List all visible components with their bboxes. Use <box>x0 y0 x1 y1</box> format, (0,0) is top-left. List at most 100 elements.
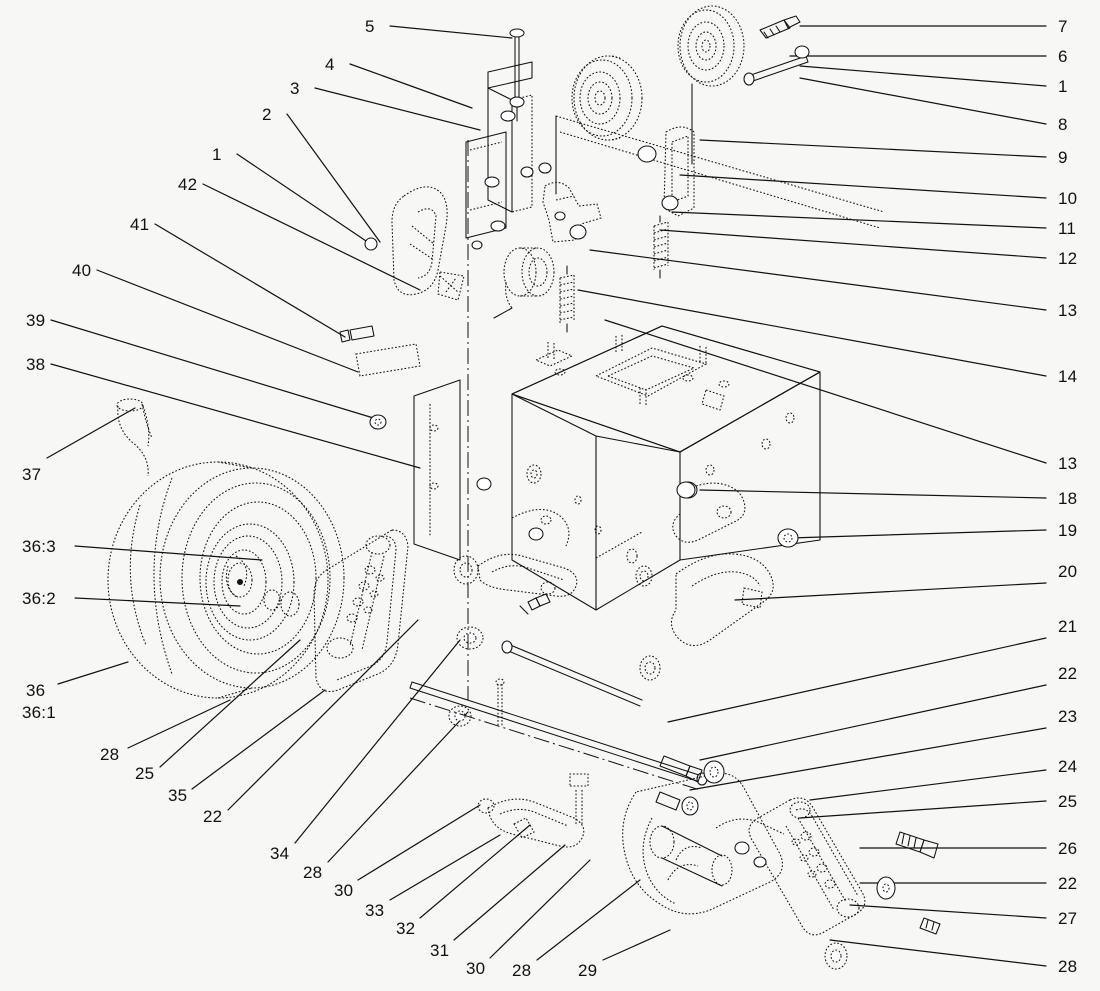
callout-label-7[interactable]: 7 <box>1058 17 1068 36</box>
center-linkage <box>409 553 708 786</box>
callout-label-19[interactable]: 19 <box>1058 521 1078 540</box>
callout-label-6[interactable]: 6 <box>1058 47 1068 66</box>
callout-label-35[interactable]: 35 <box>168 786 188 805</box>
callout-label-36:2[interactable]: 36:2 <box>22 589 56 608</box>
leader-line-12 <box>659 229 1047 259</box>
leader-line-20 <box>734 582 1047 601</box>
guard-shield <box>364 186 465 301</box>
leader-line-34 <box>294 639 461 844</box>
bolt-23 <box>655 791 681 811</box>
leader-line-39 <box>50 319 381 421</box>
leader-line-10 <box>679 174 1047 199</box>
leader-line-13 <box>589 249 1047 311</box>
bushing-28 <box>456 626 484 650</box>
callout-label-36:1[interactable]: 36:1 <box>22 703 56 722</box>
leader-line-1 <box>236 153 373 246</box>
callout-label-21[interactable]: 21 <box>1058 617 1078 636</box>
bolt-34 <box>519 593 551 615</box>
callout-label-41[interactable]: 41 <box>130 215 150 234</box>
misc-fasteners-left <box>339 325 696 541</box>
bolt-27 <box>919 917 941 935</box>
leader-line-3 <box>314 87 481 131</box>
callout-label-1[interactable]: 1 <box>1058 77 1068 96</box>
callout-label-20[interactable]: 20 <box>1058 562 1078 581</box>
callout-label-9[interactable]: 9 <box>1058 148 1068 167</box>
callout-label-39[interactable]: 39 <box>26 311 46 330</box>
wheel-assembly <box>107 461 345 699</box>
callout-label-14[interactable]: 14 <box>1058 367 1078 386</box>
bolt-26 <box>895 831 939 859</box>
leader-line-28 <box>829 939 1047 967</box>
callout-label-3[interactable]: 3 <box>290 79 300 98</box>
callout-label-42[interactable]: 42 <box>178 175 198 194</box>
plate-40 <box>355 343 421 377</box>
upper-bracket-column <box>465 28 552 250</box>
callout-label-33[interactable]: 33 <box>365 901 385 920</box>
leader-line-4 <box>349 63 473 109</box>
leader-line-8 <box>799 77 1047 125</box>
callout-label-24[interactable]: 24 <box>1058 757 1078 776</box>
callout-label-10[interactable]: 10 <box>1058 189 1078 208</box>
right-bracket-11 <box>542 181 602 243</box>
leader-line-9 <box>699 139 1047 158</box>
callout-label-22[interactable]: 22 <box>203 807 223 826</box>
leader-line-19 <box>789 529 1047 539</box>
callout-label-8[interactable]: 8 <box>1058 115 1068 134</box>
callout-label-38[interactable]: 38 <box>26 355 46 374</box>
callout-label-36[interactable]: 36 <box>26 681 46 700</box>
callout-label-36:3[interactable]: 36:3 <box>22 537 56 556</box>
callout-label-25[interactable]: 25 <box>1058 792 1078 811</box>
callout-label-23[interactable]: 23 <box>1058 707 1078 726</box>
callout-label-2[interactable]: 2 <box>262 105 272 124</box>
callout-label-13[interactable]: 13 <box>1058 301 1078 320</box>
callout-label-5[interactable]: 5 <box>365 17 375 36</box>
leader-line-36 <box>57 661 129 685</box>
callout-label-4[interactable]: 4 <box>325 55 335 74</box>
leader-line-35 <box>191 689 326 790</box>
callout-label-22[interactable]: 22 <box>1058 874 1078 893</box>
callout-label-37[interactable]: 37 <box>22 465 42 484</box>
leader-line-1 <box>799 65 1047 87</box>
washer-28-br <box>824 942 848 970</box>
callout-label-18[interactable]: 18 <box>1058 489 1078 508</box>
leader-line-32 <box>419 824 531 919</box>
callout-label-28[interactable]: 28 <box>1058 957 1078 976</box>
callout-label-29[interactable]: 29 <box>578 961 598 980</box>
leader-line-27 <box>849 904 1047 919</box>
callout-label-25[interactable]: 25 <box>135 764 155 783</box>
pulley-idler <box>571 55 643 141</box>
leader-line-30 <box>489 859 591 959</box>
callout-label-32[interactable]: 32 <box>396 919 416 938</box>
bolt-21 <box>659 755 703 783</box>
callout-label-1[interactable]: 1 <box>212 145 222 164</box>
leader-line-29 <box>602 929 671 961</box>
leader-line-5 <box>389 25 513 39</box>
callout-label-26[interactable]: 26 <box>1058 839 1078 858</box>
callout-label-22[interactable]: 22 <box>1058 664 1078 683</box>
callout-label-30[interactable]: 30 <box>466 959 486 978</box>
callout-label-40[interactable]: 40 <box>72 261 92 280</box>
washer-6 <box>794 45 810 59</box>
friction-disc-left <box>313 529 409 693</box>
callout-label-13[interactable]: 13 <box>1058 454 1078 473</box>
callout-label-28[interactable]: 28 <box>512 961 532 980</box>
leader-line-33 <box>389 834 501 901</box>
leader-line-41 <box>154 223 346 338</box>
callout-label-28[interactable]: 28 <box>303 863 323 882</box>
callout-label-30[interactable]: 30 <box>334 881 354 900</box>
spring-hook-rod <box>116 398 153 477</box>
bottom-center-bracket <box>477 773 589 848</box>
callout-label-28[interactable]: 28 <box>100 745 120 764</box>
callout-label-12[interactable]: 12 <box>1058 249 1078 268</box>
leader-line-40 <box>96 269 359 373</box>
centerline-rod <box>409 697 701 791</box>
callout-label-27[interactable]: 27 <box>1058 909 1078 928</box>
leader-line-25 <box>159 639 301 768</box>
callout-label-34[interactable]: 34 <box>270 844 290 863</box>
pulley-drive <box>677 5 745 87</box>
leader-line-37 <box>46 407 136 459</box>
leader-line-22 <box>227 619 419 811</box>
callout-label-11[interactable]: 11 <box>1058 219 1077 238</box>
clutch-drum-14 <box>493 247 555 319</box>
callout-label-31[interactable]: 31 <box>430 941 450 960</box>
